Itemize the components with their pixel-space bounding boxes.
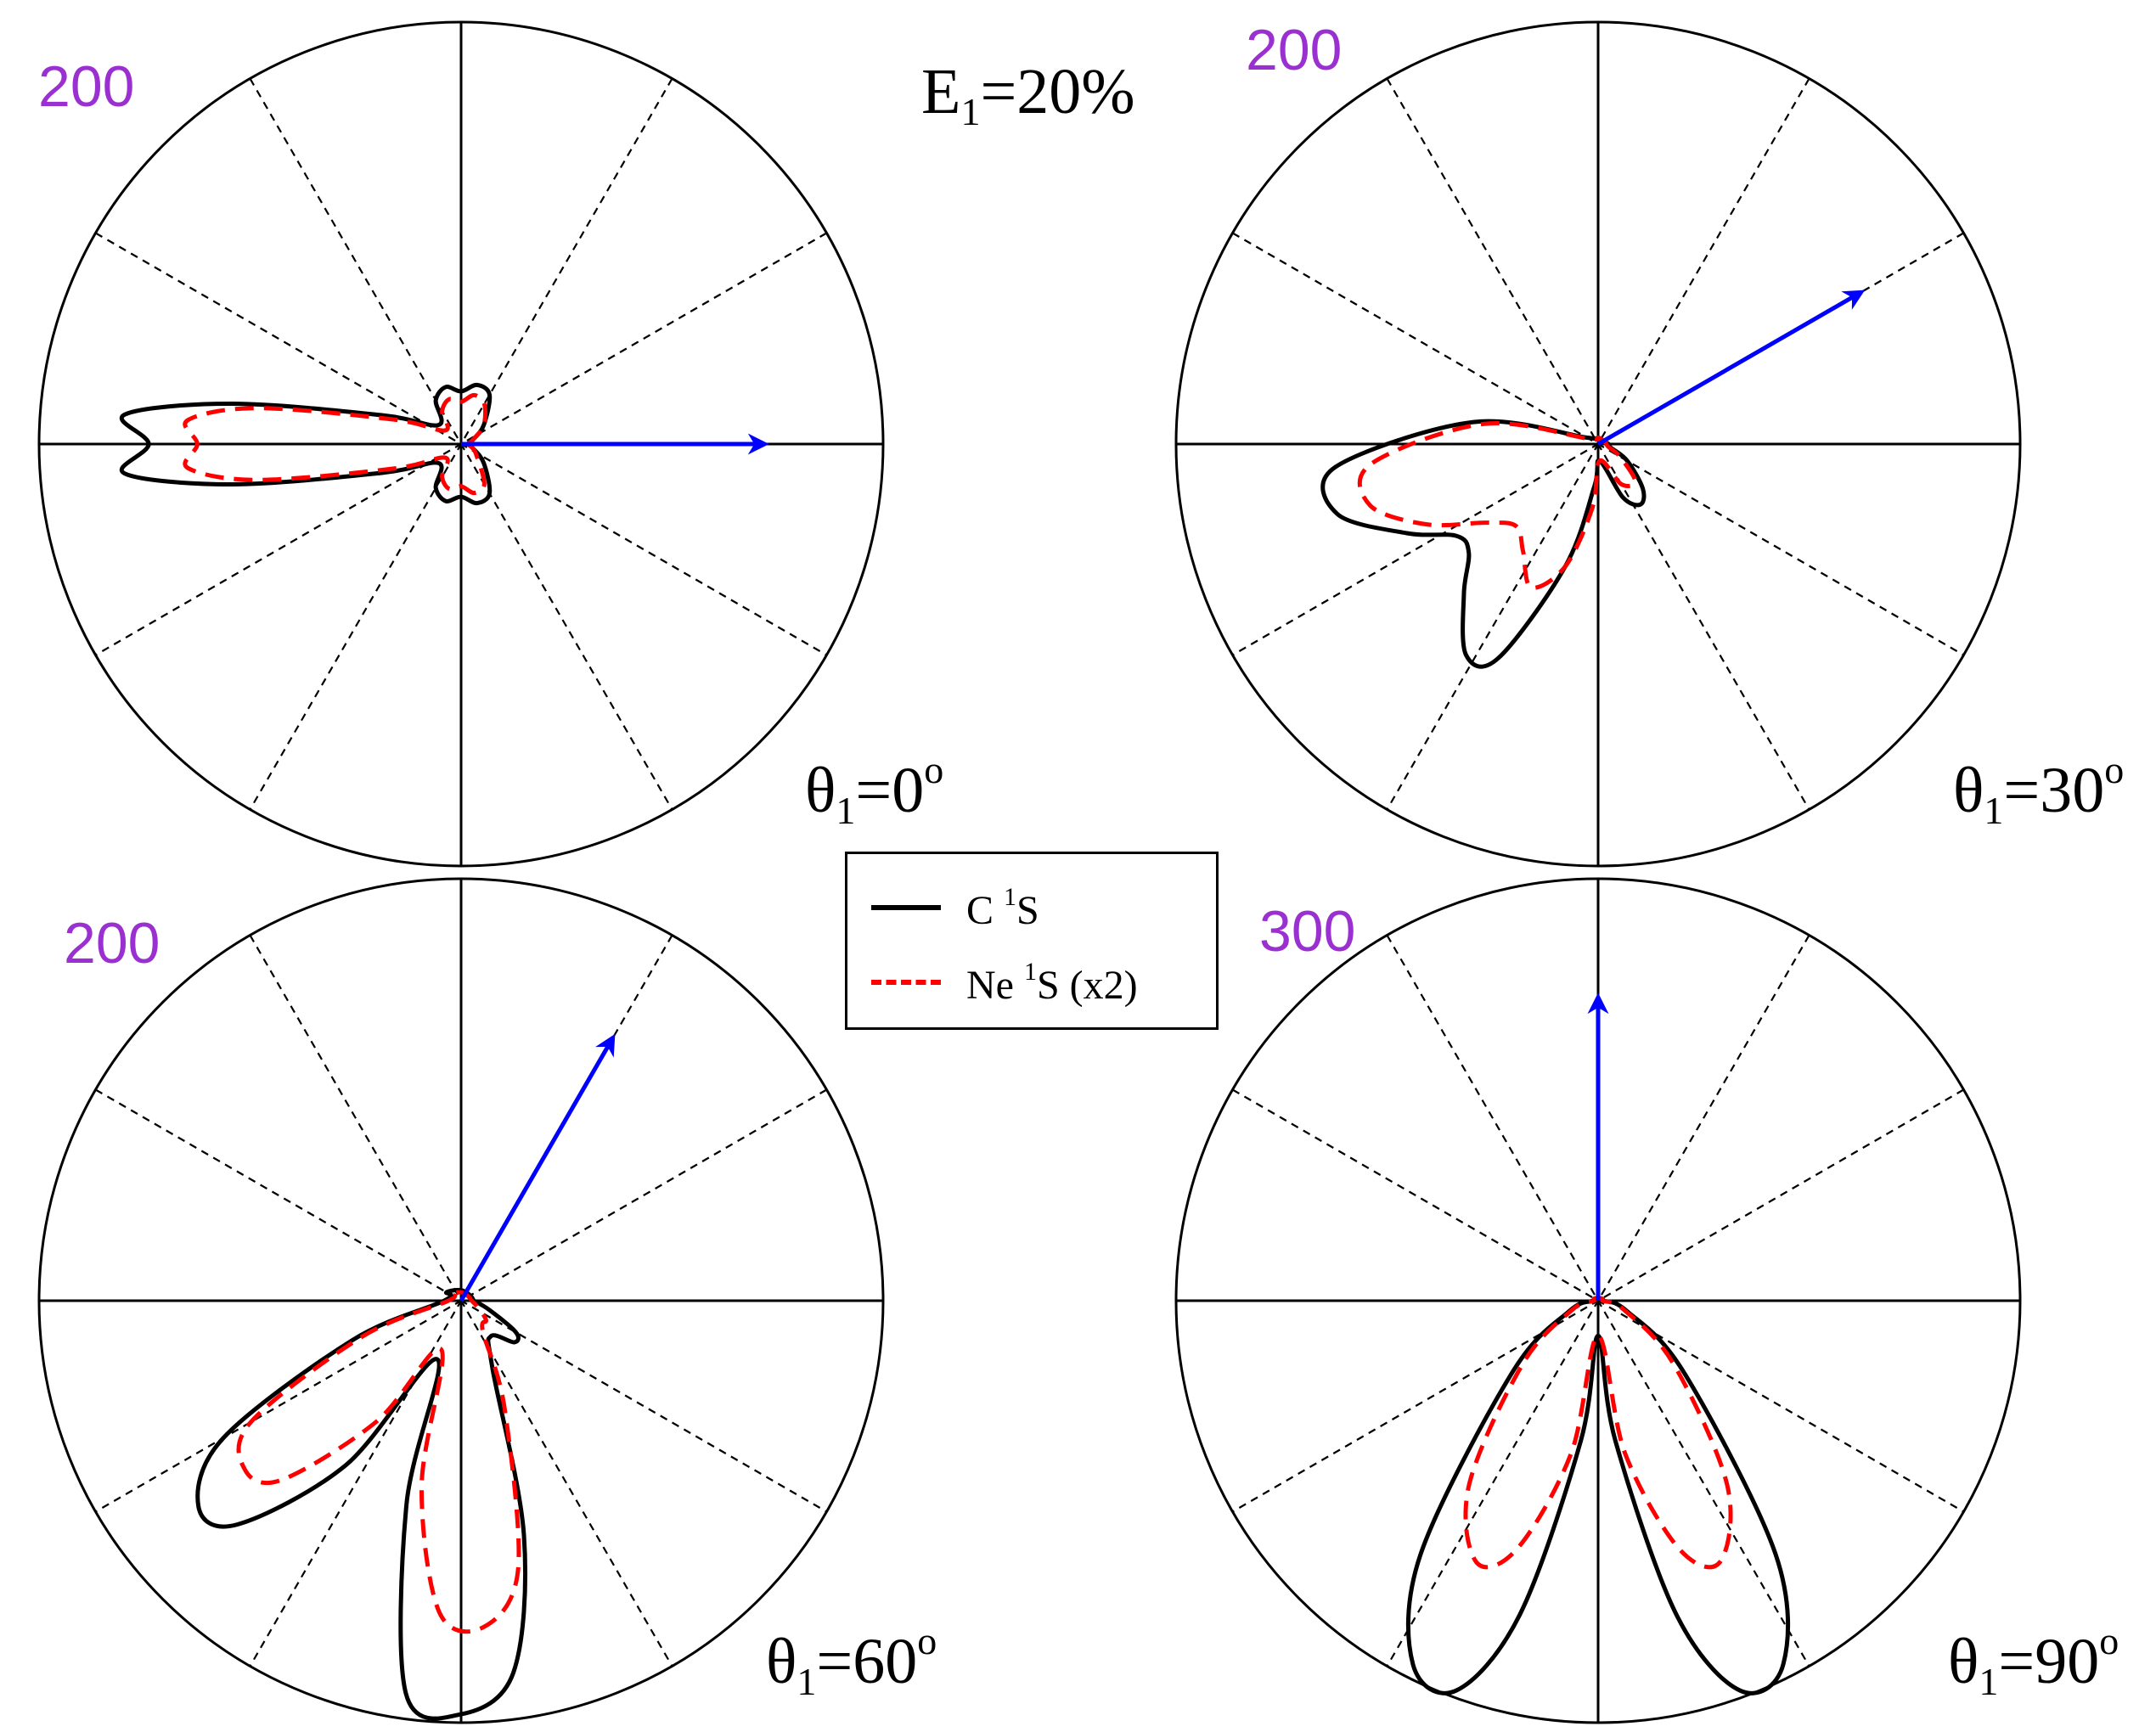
legend-c-prefix: C	[966, 888, 1005, 933]
panel-3-range-label: 200	[64, 911, 160, 976]
legend-swatch-c	[871, 905, 941, 910]
legend-swatch-ne	[871, 980, 941, 985]
panel-2-ne-1s-curve	[1357, 421, 1638, 590]
polar-panel-2	[1174, 20, 2022, 868]
panel-4-angle-label: θ1=90o	[1948, 1622, 2119, 1701]
panel-1-range-label: 200	[38, 54, 135, 119]
panel-3-c-1s-curve	[195, 1287, 528, 1721]
polar-panel-1	[37, 20, 885, 868]
energy-label: E1=20%	[921, 59, 1135, 132]
panel-2-angle-superscript: o	[2104, 748, 2125, 791]
legend-item-ne: Ne 1S (x2)	[847, 942, 1216, 1019]
legend-ne-suffix: S (x2)	[1036, 963, 1138, 1008]
legend-c-suffix: S	[1016, 888, 1039, 933]
panel-4-angle-superscript: o	[2099, 1619, 2119, 1662]
legend-item-c: C 1S	[847, 868, 1216, 944]
panel-1-ne-1s-curve	[183, 392, 488, 496]
energy-label-symbol: E	[921, 56, 961, 127]
panel-1-angle-value: =0	[855, 755, 925, 826]
legend-c-superscript: 1	[1004, 883, 1017, 911]
panel-2-c-1s-curve	[1320, 419, 1647, 669]
panel-3-angle-superscript: o	[917, 1619, 937, 1662]
legend-label-c: C 1S	[966, 883, 1039, 934]
panels-layer	[37, 20, 2022, 1724]
panel-2-angle-subscript: 1	[1984, 789, 2004, 832]
panel-2-angle-symbol: θ	[1953, 755, 1984, 826]
panel-3-angle-symbol: θ	[766, 1626, 797, 1697]
panel-4-ne-1s-curve	[1463, 1296, 1733, 1570]
panel-1-c-1s-curve	[120, 382, 493, 506]
energy-label-value: =20%	[980, 56, 1135, 127]
polar-panel-4	[1174, 877, 2022, 1724]
energy-label-subscript: 1	[960, 90, 981, 133]
panel-3-ne-1s-curve	[236, 1290, 521, 1634]
polar-panel-3	[37, 877, 885, 1724]
panel-4-angle-subscript: 1	[1979, 1660, 1999, 1703]
panel-1-angle-superscript: o	[924, 748, 944, 791]
panel-2-direction-arrow	[1596, 290, 1866, 447]
panel-4-c-1s-curve	[1405, 1296, 1791, 1695]
panel-2-angle-value: =30	[2003, 755, 2105, 826]
panel-3-angle-subscript: 1	[797, 1660, 817, 1703]
panel-3-angle-value: =60	[816, 1626, 918, 1697]
legend-label-ne: Ne 1S (x2)	[966, 958, 1138, 1009]
legend: C 1S Ne 1S (x2)	[845, 852, 1219, 1030]
panel-1-angle-subscript: 1	[836, 789, 856, 832]
legend-ne-superscript: 1	[1023, 958, 1037, 986]
legend-ne-prefix: Ne	[966, 963, 1024, 1008]
panel-2-angle-label: θ1=30o	[1953, 751, 2124, 830]
panel-3-direction-arrow	[459, 1033, 616, 1302]
panel-3-angle-label: θ1=60o	[766, 1622, 937, 1701]
panel-4-angle-value: =90	[1998, 1626, 2100, 1697]
panel-1-angle-label: θ1=0o	[805, 751, 943, 830]
panel-4-angle-symbol: θ	[1948, 1626, 1979, 1697]
panel-4-range-label: 300	[1259, 899, 1356, 964]
panel-2-range-label: 200	[1246, 18, 1343, 82]
panel-1-angle-symbol: θ	[805, 755, 836, 826]
